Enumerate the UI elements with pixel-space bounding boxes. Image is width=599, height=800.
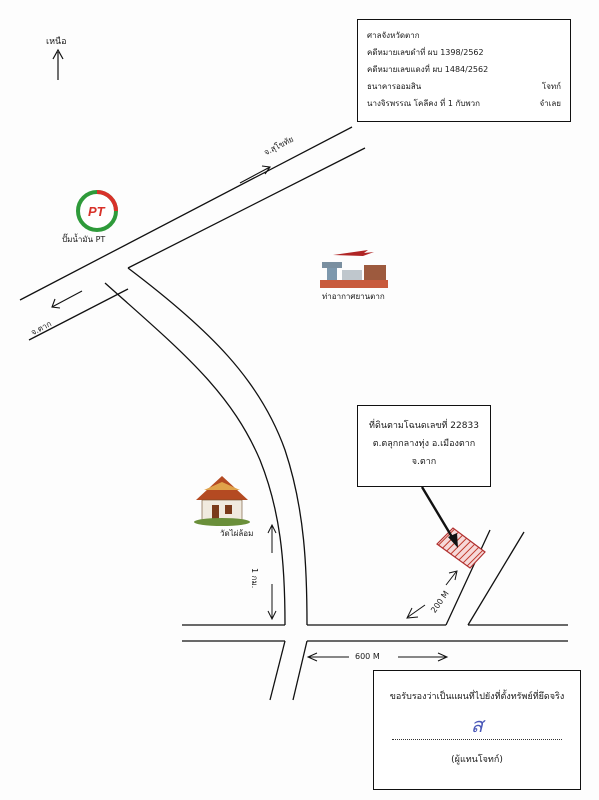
horizontal-dimension	[306, 652, 449, 662]
north-arrow-icon	[52, 48, 64, 80]
signature-line	[392, 733, 562, 740]
parcel-location: ต.ตลุกกลางทุ่ง อ.เมืองตาก	[372, 439, 476, 449]
parcel-plot[interactable]	[436, 527, 486, 569]
parcel-deed-number: ที่ดินตามโฉนดเลขที่ 22833	[369, 421, 479, 431]
black-case-number: คดีหมายเลขดำที่ ผบ 1398/2562	[367, 48, 484, 57]
airport-label: ท่าอากาศยานตาก	[322, 292, 385, 301]
pt-logo-icon: PT	[76, 190, 118, 232]
parcel-province: จ.ตาก	[411, 457, 437, 467]
vertical-dimension	[267, 523, 277, 621]
north-label: เหนือ	[46, 37, 67, 47]
highway-road	[19, 126, 366, 341]
arrow-to-sukhothai-icon	[239, 165, 271, 184]
signer-role: (ผู้แทนโจทก์)	[451, 755, 503, 765]
curved-road	[104, 267, 308, 626]
side-road	[445, 529, 525, 626]
red-case-number: คดีหมายเลขแดงที่ ผบ 1484/2562	[367, 65, 489, 74]
pt-logo-text: PT	[88, 204, 106, 219]
parcel-pointer-arrow	[420, 486, 458, 548]
diagonal-dimension	[406, 570, 458, 619]
distance-vertical-label: 1 กม.	[250, 568, 259, 589]
arrow-to-tak-icon	[51, 290, 83, 309]
court-name: ศาลจังหวัดตาก	[367, 31, 420, 40]
temple-label: วัดไผ่ล้อม	[220, 529, 254, 538]
temple-icon	[194, 476, 250, 526]
plaintiff-name: ธนาคารออมสิน	[367, 82, 422, 91]
case-info-box: ศาลจังหวัดตาก คดีหมายเลขดำที่ ผบ 1398/25…	[357, 19, 571, 122]
plaintiff-role: โจทก์	[541, 82, 561, 91]
certification-box: ขอรับรองว่าเป็นแผนที่ไปยังที่ตั้งทรัพย์ท…	[373, 670, 581, 790]
parcel-info-box: ที่ดินตามโฉนดเลขที่ 22833 ต.ตลุกกลางทุ่ง…	[357, 405, 491, 487]
gas-station-label: ปั๊มน้ำมัน PT	[62, 235, 106, 244]
defendant-role: จำเลย	[539, 99, 561, 108]
certification-statement: ขอรับรองว่าเป็นแผนที่ไปยังที่ตั้งทรัพย์ท…	[389, 692, 565, 702]
airport-icon	[320, 250, 388, 288]
distance-horizontal-label: 600 M	[355, 652, 380, 661]
signature-mark: ส	[470, 713, 484, 737]
defendant-name: นางจิรพรรณ โคลีคง ที่ 1 กับพวก	[367, 99, 481, 108]
horizontal-road	[182, 624, 568, 701]
